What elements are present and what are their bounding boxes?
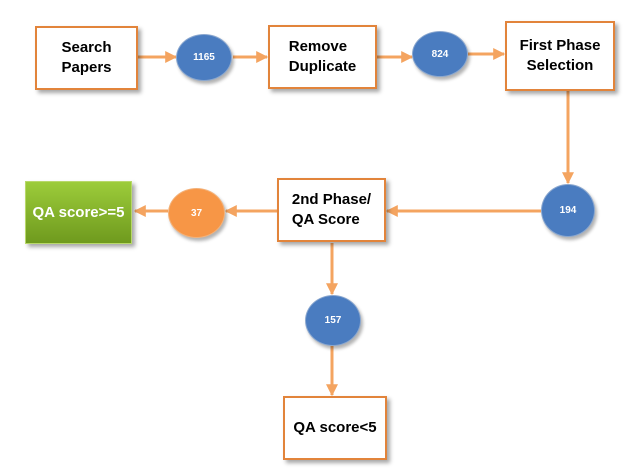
- qa-score-low-box: QA score<5: [283, 396, 387, 460]
- count-824: 824: [431, 48, 449, 60]
- remove-duplicate-box: Remove Duplicate: [268, 25, 377, 89]
- count-circle-157: 157: [305, 295, 361, 346]
- first-phase-label: First Phase Selection: [519, 37, 601, 74]
- count-157: 157: [324, 315, 342, 326]
- count-circle-37: 37: [168, 188, 225, 238]
- count-37: 37: [190, 207, 203, 219]
- count-194: 194: [559, 205, 577, 216]
- qa-score-low-label: QA score<5: [293, 419, 377, 436]
- second-phase-label: 2nd Phase/ QA Score: [291, 191, 372, 228]
- count-circle-194: 194: [541, 184, 595, 237]
- count-1165: 1165: [193, 52, 215, 63]
- count-circle-1165: 1165: [176, 34, 232, 81]
- search-papers-box: Search Papers: [35, 26, 138, 90]
- second-phase-box: 2nd Phase/ QA Score: [277, 178, 386, 242]
- qa-score-high-label: QA score>=5: [32, 203, 125, 221]
- qa-score-high-box: QA score>=5: [25, 181, 132, 244]
- remove-duplicate-label: Remove Duplicate: [288, 38, 357, 75]
- first-phase-box: First Phase Selection: [505, 21, 615, 91]
- search-papers-label: Search Papers: [61, 39, 112, 76]
- count-circle-824: 824: [412, 31, 468, 77]
